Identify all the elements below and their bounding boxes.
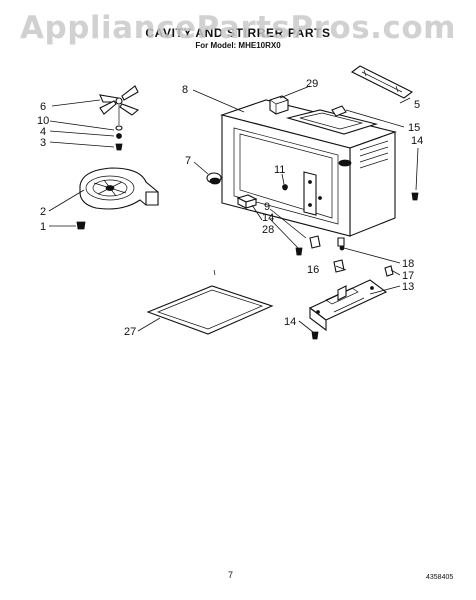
latch-hardware xyxy=(333,245,394,277)
bottom-plate-13 xyxy=(308,279,388,332)
callout-16: 16 xyxy=(307,264,319,276)
callout-15: 15 xyxy=(408,122,420,134)
callout-1: 1 xyxy=(40,221,46,233)
block-28 xyxy=(236,194,258,209)
callout-3: 3 xyxy=(40,137,46,149)
callout-2: 2 xyxy=(40,206,46,218)
model-line: For Model: MHE10RX0 xyxy=(195,41,281,50)
callout-5: 5 xyxy=(414,99,420,111)
diagram-title: CAVITY AND STIRRER PARTS xyxy=(145,26,331,40)
page-number: 7 xyxy=(228,570,234,580)
screw-housing xyxy=(76,221,86,230)
callout-17: 17 xyxy=(402,270,414,282)
glass-tray-27 xyxy=(146,285,274,335)
top-right-bracket xyxy=(350,65,414,99)
callout-13: 13 xyxy=(402,281,414,293)
stirrer-blade xyxy=(99,85,140,116)
callout-4: 4 xyxy=(40,126,46,138)
callout-27: 27 xyxy=(124,326,136,338)
callout-14a: 14 xyxy=(411,135,423,147)
callout-10: 10 xyxy=(37,115,49,127)
callout-29: 29 xyxy=(306,78,318,90)
callout-8: 8 xyxy=(182,84,188,96)
screw-bottom xyxy=(311,331,319,340)
mid-hardware xyxy=(295,235,345,256)
callout-18: 18 xyxy=(402,258,414,270)
callout-11: 11 xyxy=(274,164,285,176)
screw-right xyxy=(411,192,419,201)
callout-28: 28 xyxy=(262,224,274,236)
callout-9: 9 xyxy=(264,201,270,213)
stirrer-hardware xyxy=(115,105,123,151)
stirrer-fan-housing xyxy=(79,167,159,210)
screw-11 xyxy=(282,184,288,190)
callout-14b: 14 xyxy=(262,212,274,224)
callout-14c: 14 xyxy=(284,316,296,328)
diagram-code: 4358405 xyxy=(426,574,454,581)
oven-cavity xyxy=(220,99,397,237)
clip-15 xyxy=(331,105,347,117)
callout-labels: 6 10 4 3 2 1 8 29 5 15 14 7 11 9 14 28 1… xyxy=(37,78,423,338)
leader-lines xyxy=(48,85,419,333)
top-bracket xyxy=(269,95,289,115)
watermark: AppliancePartsPros.com xyxy=(20,10,456,46)
callout-6: 6 xyxy=(40,101,46,113)
bumper-7 xyxy=(206,172,222,185)
callout-7: 7 xyxy=(185,155,191,167)
